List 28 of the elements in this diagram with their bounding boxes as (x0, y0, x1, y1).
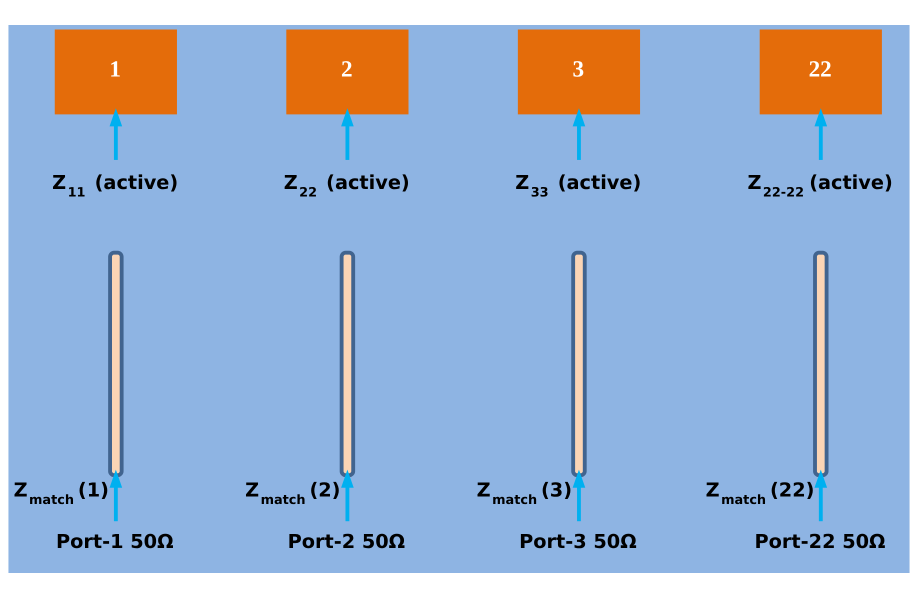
arrow (341, 470, 354, 522)
node-box: 3 (518, 30, 640, 114)
node-label: Z$_{match}$ (1) (14, 478, 109, 508)
node-text: Z$_{22}$ (active) (284, 171, 410, 201)
node-text: Port-2 50Ω (288, 530, 406, 553)
arrow (572, 108, 586, 160)
arrow (341, 108, 354, 160)
node-label: Z$_{match}$ (3) (476, 478, 572, 508)
arrow (110, 470, 122, 522)
node-text: Port-3 50Ω (519, 530, 637, 553)
node-text: Port-22 50Ω (754, 530, 886, 553)
arrow (814, 470, 828, 522)
node-bar (340, 250, 356, 478)
arrow (110, 108, 122, 160)
node-text: Z$_{33}$ (active) (515, 171, 642, 201)
node-label: Z$_{match}$ (22) (706, 478, 814, 508)
arrow (814, 108, 828, 160)
node-box: 2 (286, 30, 408, 114)
node-text: Z$_{22-22}$ (active) (747, 171, 893, 201)
node-text: Z$_{11}$ (active) (52, 171, 178, 201)
node-bar (108, 250, 124, 478)
node-box: 22 (760, 30, 882, 114)
node-bar (571, 250, 587, 478)
arrow (572, 470, 586, 522)
node-bar (813, 250, 829, 478)
node-text: Port-1 50Ω (56, 530, 174, 553)
node-label: Z$_{match}$ (2) (245, 478, 341, 508)
node-box: 1 (54, 30, 177, 114)
